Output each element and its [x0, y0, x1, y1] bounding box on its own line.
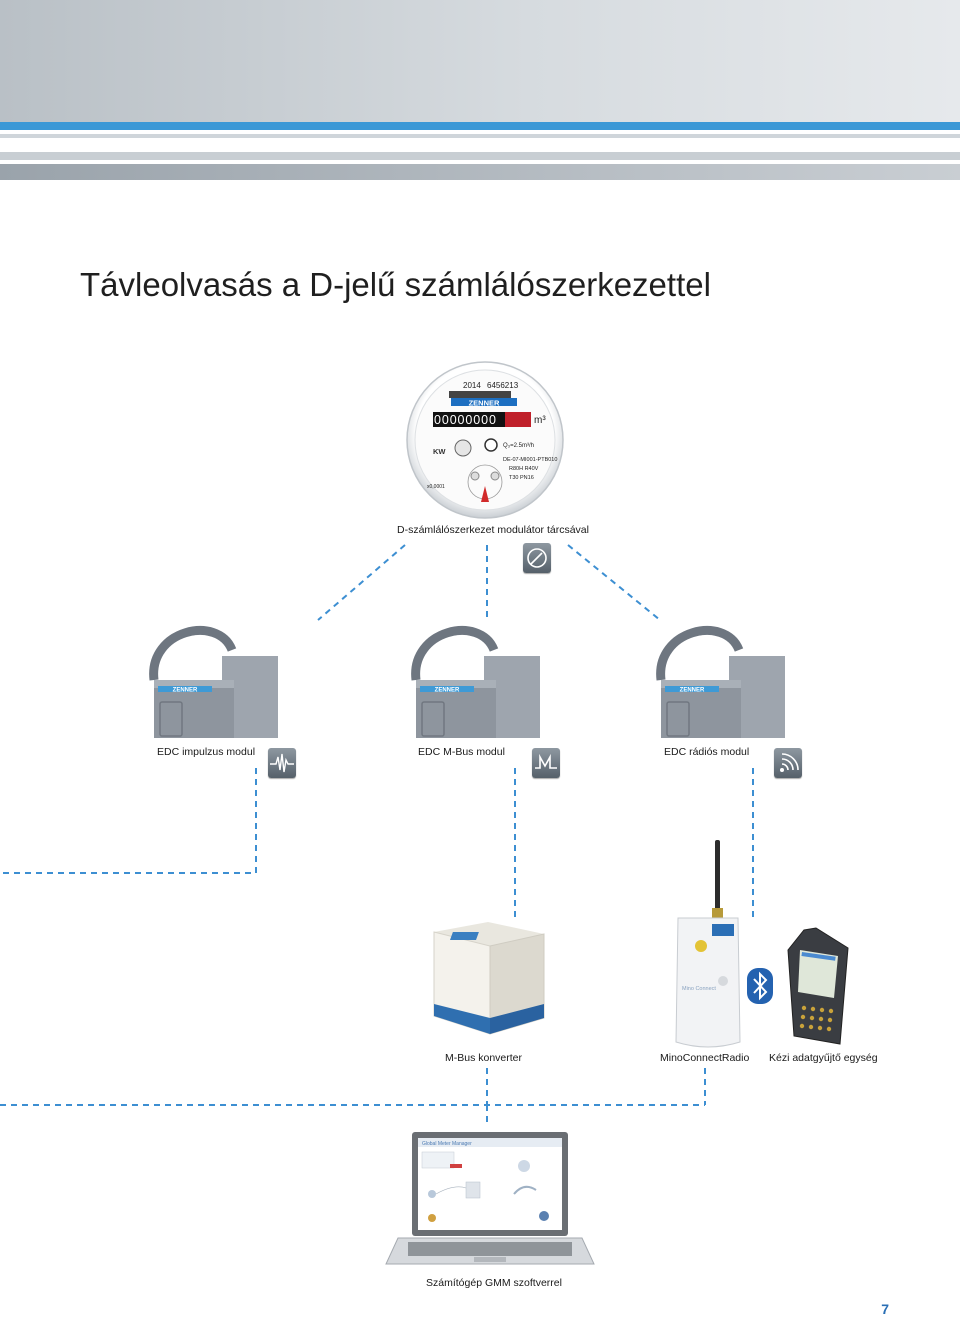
meter-caption: D-számlálószerkezet modulátor tárcsával	[397, 524, 589, 536]
header-stripe-light	[0, 134, 960, 138]
header-stripe-gray	[0, 152, 960, 160]
page-number: 7	[881, 1301, 889, 1317]
water-meter-dial: 2014 6456213 ZENNER 00000000 m³ KW Q₃=2.…	[406, 361, 564, 519]
bluetooth-icon	[747, 968, 773, 1004]
edc-module-pulse: ZENNER	[149, 626, 278, 738]
radio-module-caption: EDC rádiós modul	[664, 746, 750, 758]
edc-module-mbus: ZENNER	[411, 626, 540, 738]
meter-digits: 00000000	[434, 413, 497, 427]
header-background	[0, 0, 960, 122]
radio-icon	[774, 748, 802, 778]
laptop-with-gmm: Global Meter Manager	[385, 1132, 595, 1265]
mino-connect-caption: MinoConnectRadio	[660, 1052, 750, 1064]
meter-kw-label: KW	[433, 447, 446, 456]
meter-star-wheel	[454, 439, 472, 457]
line-meter-to-radio	[567, 544, 661, 621]
antenna-icon	[715, 840, 720, 910]
meter-pointer	[481, 486, 489, 502]
header-stripe-blue	[0, 122, 960, 130]
mbus-module-caption: EDC M-Bus modul	[418, 746, 505, 758]
module-brand: ZENNER	[680, 688, 705, 694]
meter-factor: x0,0001	[427, 484, 445, 490]
meter-class: T30 PN16	[509, 475, 534, 481]
handheld-terminal-device	[787, 927, 849, 1045]
meter-q3: Q₃=2.5m³/h	[503, 443, 534, 449]
mbus-converter-device	[433, 922, 545, 1035]
module-brand: ZENNER	[173, 688, 198, 694]
header-stripe-white	[0, 130, 960, 134]
meter-brand: ZENNER	[469, 399, 500, 408]
line-pulse-to-left	[0, 768, 257, 874]
header-stripe-white-2	[0, 160, 960, 164]
mbus-converter-caption: M-Bus konverter	[445, 1052, 523, 1064]
laptop-screen-title: Global Meter Manager	[422, 1141, 472, 1147]
mino-device-label: Mino Connect	[682, 986, 716, 992]
mbus-icon	[532, 748, 560, 778]
meter-year: 2014	[463, 381, 481, 390]
meter-unit: m³	[534, 415, 546, 426]
header-stripe-dark	[0, 164, 960, 180]
dial-modulator-icon	[523, 543, 551, 573]
pulse-module-caption: EDC impulzus modul	[157, 746, 256, 758]
meter-approval: DE-07-MI001-PTB010	[503, 457, 557, 463]
module-brand: ZENNER	[435, 688, 460, 694]
laptop-caption: Számítógép GMM szoftverrel	[426, 1277, 562, 1289]
mino-connect-radio-device: Mino Connect	[675, 840, 741, 1048]
line-meter-to-pulse	[317, 544, 406, 621]
handheld-caption: Kézi adatgyűjtő egység	[769, 1052, 878, 1064]
status-led	[695, 940, 707, 952]
meter-ratio: R80H R40V	[509, 466, 539, 472]
page-title: Távleolvasás a D-jelű számlálószerkezett…	[80, 266, 711, 303]
meter-serial: 6456213	[487, 381, 519, 390]
edc-module-radio: ZENNER	[656, 626, 785, 738]
pulse-icon	[268, 748, 296, 778]
